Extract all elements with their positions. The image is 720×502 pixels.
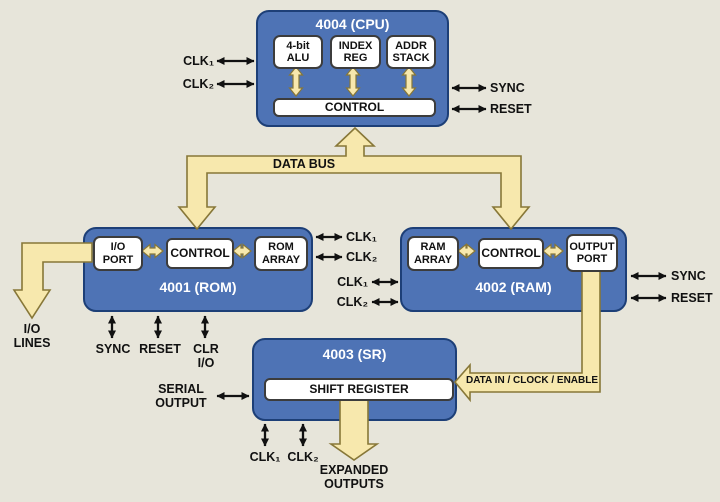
rom-block: 4001 (ROM) I/O PORT CONTROL ROM ARRAY <box>83 227 313 312</box>
expanded-outputs-label: EXPANDED OUTPUTS <box>319 463 389 492</box>
rom-io-port-box: I/O PORT <box>93 236 143 271</box>
cpu-block: 4004 (CPU) 4-bit ALU INDEX REG ADDR STAC… <box>256 10 449 127</box>
rom-sync-pin-label: SYNC <box>95 342 131 356</box>
ram-title: 4002 (RAM) <box>475 279 552 295</box>
ram-array-box: RAM ARRAY <box>407 236 459 271</box>
sr-block: 4003 (SR) SHIFT REGISTER <box>252 338 457 421</box>
data-in-clock-enable-label: DATA IN / CLOCK / ENABLE <box>465 375 599 386</box>
ram-reset-label: RESET <box>671 291 713 305</box>
ram-clk2-label: CLK₂ <box>336 295 368 309</box>
data-bus-arrow <box>177 126 531 231</box>
ram-control-box: CONTROL <box>478 238 544 269</box>
sr-clk2-label: CLK₂ <box>287 450 319 464</box>
cpu-reset-label: RESET <box>490 102 532 116</box>
serial-output-label: SERIAL OUTPUT <box>155 382 207 411</box>
cpu-addr-stack-box: ADDR STACK <box>386 35 436 69</box>
io-lines-label: I/O LINES <box>13 322 51 351</box>
rom-reset-pin-label: RESET <box>139 342 181 356</box>
shift-register-bar: SHIFT REGISTER <box>264 378 454 401</box>
cpu-clk2-label: CLK₂ <box>182 77 214 91</box>
rom-array-box: ROM ARRAY <box>254 236 308 271</box>
rom-title: 4001 (ROM) <box>159 279 237 295</box>
io-lines-arrow <box>12 242 93 320</box>
sr-title: 4003 (SR) <box>322 346 387 362</box>
ram-sync-label: SYNC <box>671 269 706 283</box>
rom-clr-io-pin-label: CLR I/O <box>193 342 219 371</box>
ram-clk1-label: CLK₁ <box>337 275 368 289</box>
ram-block: 4002 (RAM) RAM ARRAY CONTROL OUTPUT PORT <box>400 227 627 312</box>
cpu-sync-label: SYNC <box>490 81 525 95</box>
cpu-index-reg-box: INDEX REG <box>330 35 381 69</box>
rom-control-box: CONTROL <box>166 238 234 269</box>
cpu-clk1-label: CLK₁ <box>183 54 214 68</box>
data-bus-label: DATA BUS <box>272 157 336 171</box>
sr-clk1-label: CLK₁ <box>249 450 281 464</box>
cpu-title: 4004 (CPU) <box>315 16 390 32</box>
rom-clk1-label: CLK₁ <box>346 230 377 244</box>
cpu-alu-box: 4-bit ALU <box>273 35 323 69</box>
cpu-control-bar: CONTROL <box>273 98 436 117</box>
rom-clk2-label: CLK₂ <box>346 250 378 264</box>
ram-output-port-box: OUTPUT PORT <box>566 234 618 272</box>
